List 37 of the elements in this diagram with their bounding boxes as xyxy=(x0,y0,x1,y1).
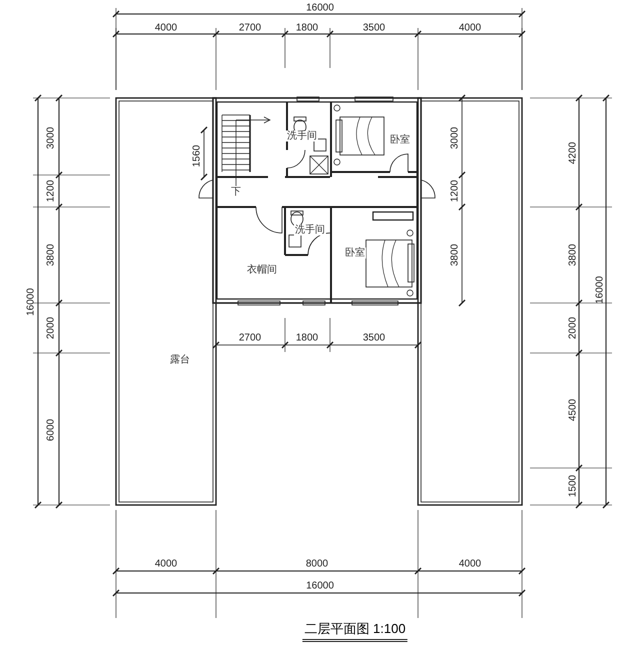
dimension-text: 3500 xyxy=(362,332,386,344)
dimension-text: 16000 xyxy=(306,580,334,592)
dimension-text: 16000 xyxy=(26,288,36,316)
room-label: 露台 xyxy=(169,354,191,366)
dimension-text: 3500 xyxy=(362,22,386,34)
dimension-text: 6000 xyxy=(46,418,56,442)
dimension-text: 1500 xyxy=(568,474,578,498)
dimension-text: 3800 xyxy=(450,244,460,266)
dimension-text: 1200 xyxy=(46,180,56,202)
dimension-text: 4200 xyxy=(568,142,578,164)
room-label: 卧室 xyxy=(389,134,411,146)
dimension-text: 1800 xyxy=(296,332,318,344)
dimension-text: 2700 xyxy=(238,22,262,34)
dimension-text: 4500 xyxy=(568,398,578,422)
dimension-text: 4000 xyxy=(154,558,178,570)
drawing-title: 二层平面图 1:100 xyxy=(302,620,408,642)
dimension-text: 2000 xyxy=(46,316,56,340)
dimension-text: 16000 xyxy=(306,2,334,14)
dimension-text: 2000 xyxy=(568,316,578,340)
dimension-text: 3000 xyxy=(46,126,56,150)
dimension-text: 1800 xyxy=(296,22,318,34)
dimension-text: 3800 xyxy=(46,244,56,266)
dimension-text: 4000 xyxy=(458,22,482,34)
room-label: 衣帽间 xyxy=(246,264,278,276)
dimension-text: 16000 xyxy=(594,276,606,304)
room-label: 洗手间 xyxy=(286,130,318,142)
dimension-text: 8000 xyxy=(306,558,328,570)
dimension-text: 3000 xyxy=(450,126,460,150)
dimension-text: 2700 xyxy=(238,332,262,344)
dimension-text: 4000 xyxy=(154,22,178,34)
room-label: 洗手间 xyxy=(294,224,326,236)
room-label: 卧室 xyxy=(344,248,366,258)
dimension-text: 1200 xyxy=(450,180,460,202)
room-label: 下 xyxy=(230,186,242,198)
dimension-text: 4000 xyxy=(458,558,482,570)
dimension-text: 1560 xyxy=(192,144,202,168)
dimension-text: 3800 xyxy=(568,244,578,266)
